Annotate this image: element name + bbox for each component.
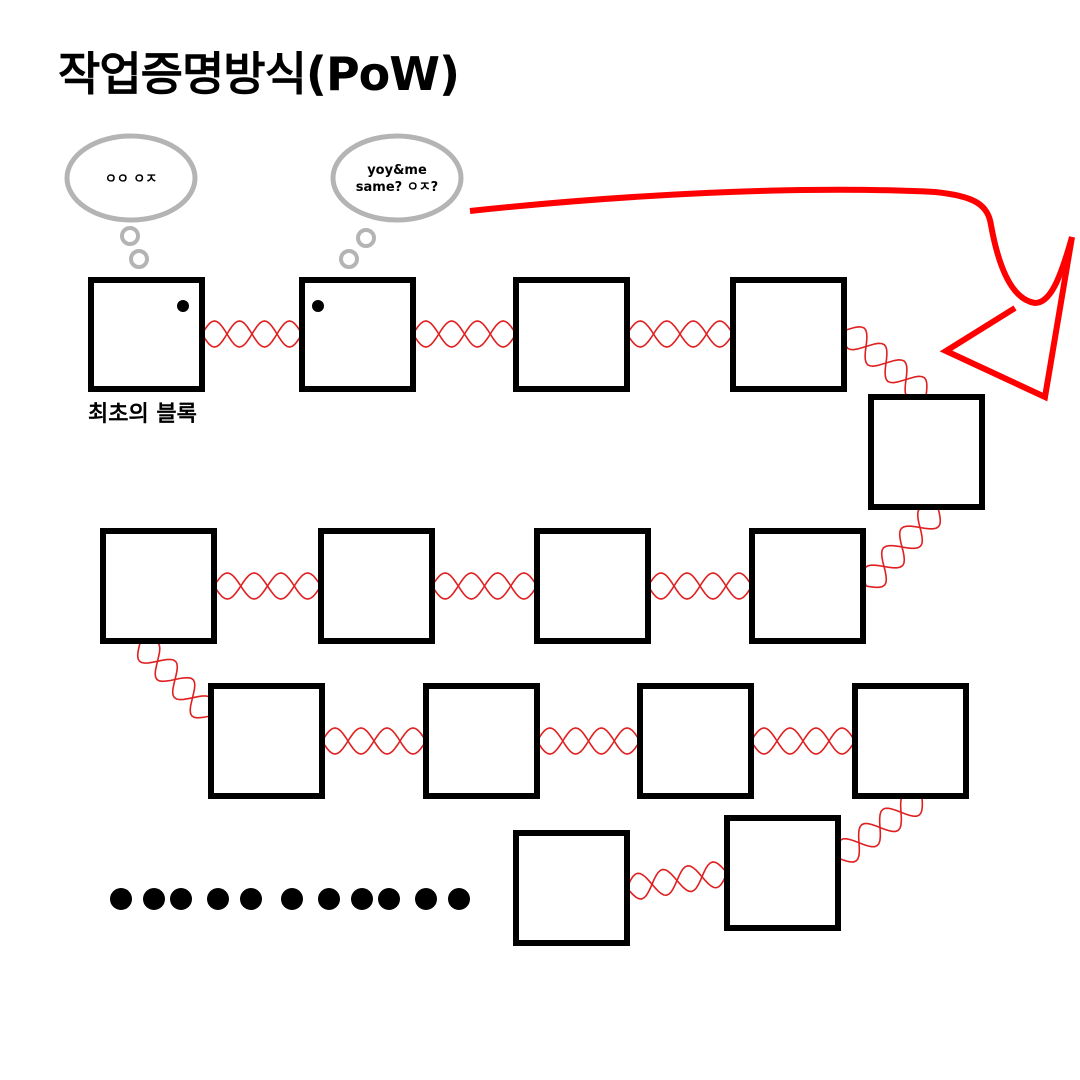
trailing-dots bbox=[110, 888, 470, 910]
trailing-dot-3 bbox=[170, 888, 192, 910]
block-8 bbox=[318, 528, 435, 644]
chain-link-7-strand-2 bbox=[431, 572, 538, 600]
page-title: 작업증명방식(PoW) bbox=[58, 47, 460, 101]
chain-link-11-strand-2 bbox=[536, 727, 641, 755]
chain-link-14-strand-2 bbox=[626, 864, 728, 897]
chain-link-4-strand-2 bbox=[845, 325, 927, 401]
thought-bubble-1: ㅇㅇ ㅇㅈ bbox=[64, 133, 198, 269]
bubble-1-text: ㅇㅇ ㅇㅈ bbox=[105, 172, 157, 187]
block-2-dot bbox=[312, 300, 324, 312]
chain-links bbox=[136, 320, 942, 900]
trailing-dot-7 bbox=[318, 888, 340, 910]
block-4 bbox=[730, 277, 847, 392]
chain-link-3-strand-2 bbox=[626, 320, 734, 348]
trailing-dot-2 bbox=[143, 888, 165, 910]
chain-link-5-strand-2 bbox=[862, 507, 942, 587]
block-13 bbox=[852, 683, 969, 799]
chain-link-12-strand-2 bbox=[750, 727, 856, 755]
block-14 bbox=[724, 815, 841, 931]
block-10 bbox=[208, 683, 325, 799]
chain-link-9-strand-2 bbox=[139, 640, 211, 719]
chain-link-13-strand-2 bbox=[836, 796, 924, 859]
chain-link-6-strand-2 bbox=[647, 572, 753, 600]
trailing-dot-1 bbox=[110, 888, 132, 910]
bubble-2-text-line-2: same? ㅇㅈ? bbox=[356, 180, 438, 195]
chain-link-2-strand-2 bbox=[412, 320, 517, 348]
block-3 bbox=[513, 277, 630, 392]
block-7 bbox=[534, 528, 651, 644]
chain-link-1-strand-2 bbox=[201, 320, 303, 348]
bubble-2-text-line-1: yoy&me bbox=[367, 163, 427, 178]
block-2 bbox=[299, 277, 416, 392]
trailing-dot-8 bbox=[351, 888, 373, 910]
chain-link-10-strand-2 bbox=[321, 727, 427, 755]
trailing-dot-9 bbox=[378, 888, 400, 910]
block-15 bbox=[513, 830, 630, 946]
trailing-dot-5 bbox=[240, 888, 262, 910]
red-arrow bbox=[469, 186, 1075, 402]
block-1-genesis bbox=[88, 277, 205, 392]
block-12 bbox=[637, 683, 754, 799]
trailing-dot-6 bbox=[281, 888, 303, 910]
trailing-dot-11 bbox=[448, 888, 470, 910]
block-group bbox=[88, 277, 985, 946]
trailing-dot-4 bbox=[207, 888, 229, 910]
chain-link-8-strand-2 bbox=[213, 572, 322, 600]
block-11 bbox=[423, 683, 540, 799]
block-9 bbox=[100, 528, 217, 644]
first-block-label: 최초의 블록 bbox=[88, 402, 197, 427]
block-1-dot bbox=[177, 300, 189, 312]
trailing-dot-10 bbox=[415, 888, 437, 910]
block-5 bbox=[868, 394, 985, 510]
block-6 bbox=[749, 528, 866, 644]
thought-bubble-2: yoy&me same? ㅇㅈ? bbox=[330, 133, 464, 269]
